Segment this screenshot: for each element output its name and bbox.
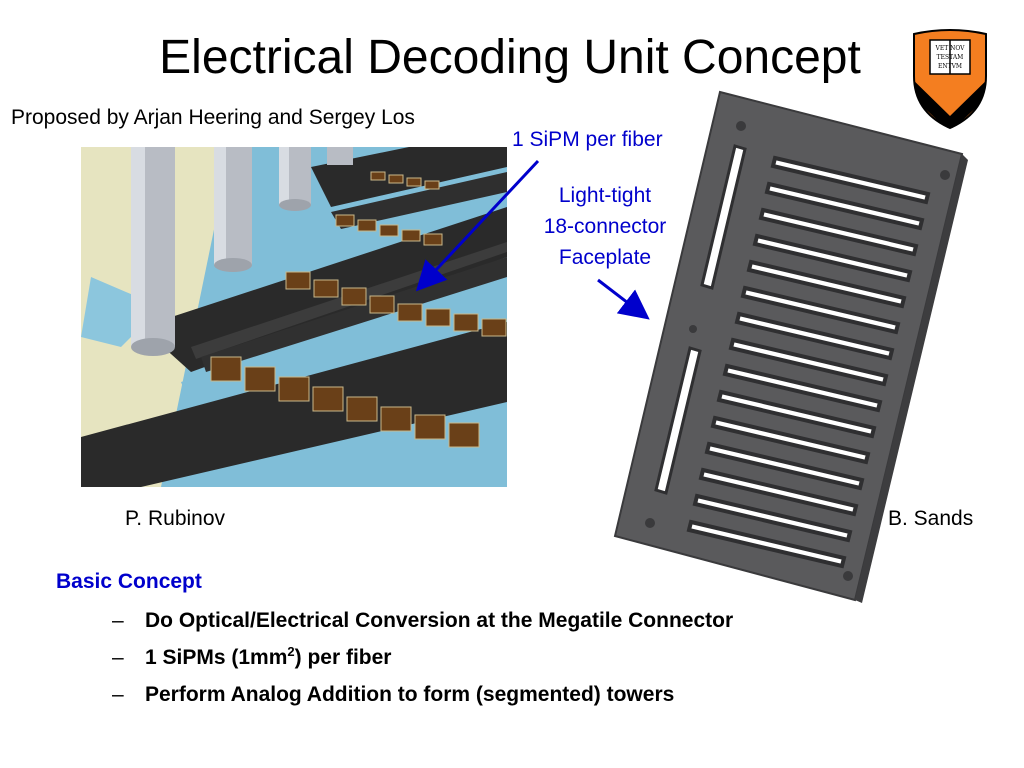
- concept-bullet: –Perform Analog Addition to form (segmen…: [112, 680, 733, 717]
- bullet-dash: –: [112, 683, 124, 706]
- basic-concept-heading: Basic Concept: [56, 570, 202, 593]
- bullet-text: Do Optical/Electrical Conversion at the …: [145, 609, 734, 632]
- bullet-text-pre: 1 SiPMs (1mm: [145, 646, 288, 669]
- princeton-shield-icon: VET NOV TESTAM ENTVM: [913, 29, 987, 130]
- shield-banner-line-3: ENTVM: [938, 63, 962, 70]
- faceplate-render-image: [613, 90, 968, 603]
- sipm-render-image: [81, 147, 507, 487]
- faceplate-label-line-3: Faceplate: [558, 246, 652, 269]
- sipm-per-fiber-label: 1 SiPM per fiber: [512, 128, 663, 151]
- shield-banner-line-2: TESTAM: [937, 54, 964, 61]
- credit-sands: B. Sands: [888, 507, 974, 530]
- slide-subtitle: Proposed by Arjan Heering and Sergey Los: [11, 106, 415, 129]
- concept-bullet: –1 SiPMs (1mm2) per fiber: [112, 643, 733, 680]
- slide-title-text: Electrical Decoding Unit Concept: [159, 31, 861, 84]
- bullet-text-post: ) per fiber: [294, 646, 392, 669]
- bullet-text: Perform Analog Addition to form (segment…: [145, 683, 675, 706]
- faceplate-label-line-2: 18-connector: [543, 215, 667, 238]
- faceplate-label-line-1: Light-tight: [558, 184, 652, 207]
- shield-banner-line-1: VET NOV: [934, 45, 965, 52]
- bullet-dash: –: [112, 609, 124, 632]
- faceplate-label: Light-tight 18-connector Faceplate: [520, 180, 690, 273]
- concept-bullet: –Do Optical/Electrical Conversion at the…: [112, 606, 733, 643]
- bullet-superscript: 2: [287, 644, 295, 659]
- bullet-dash: –: [112, 646, 124, 669]
- slide-title: Electrical Decoding Unit Concept: [0, 28, 1024, 88]
- credit-rubinov: P. Rubinov: [125, 507, 226, 530]
- concept-bullet-list: –Do Optical/Electrical Conversion at the…: [112, 606, 733, 717]
